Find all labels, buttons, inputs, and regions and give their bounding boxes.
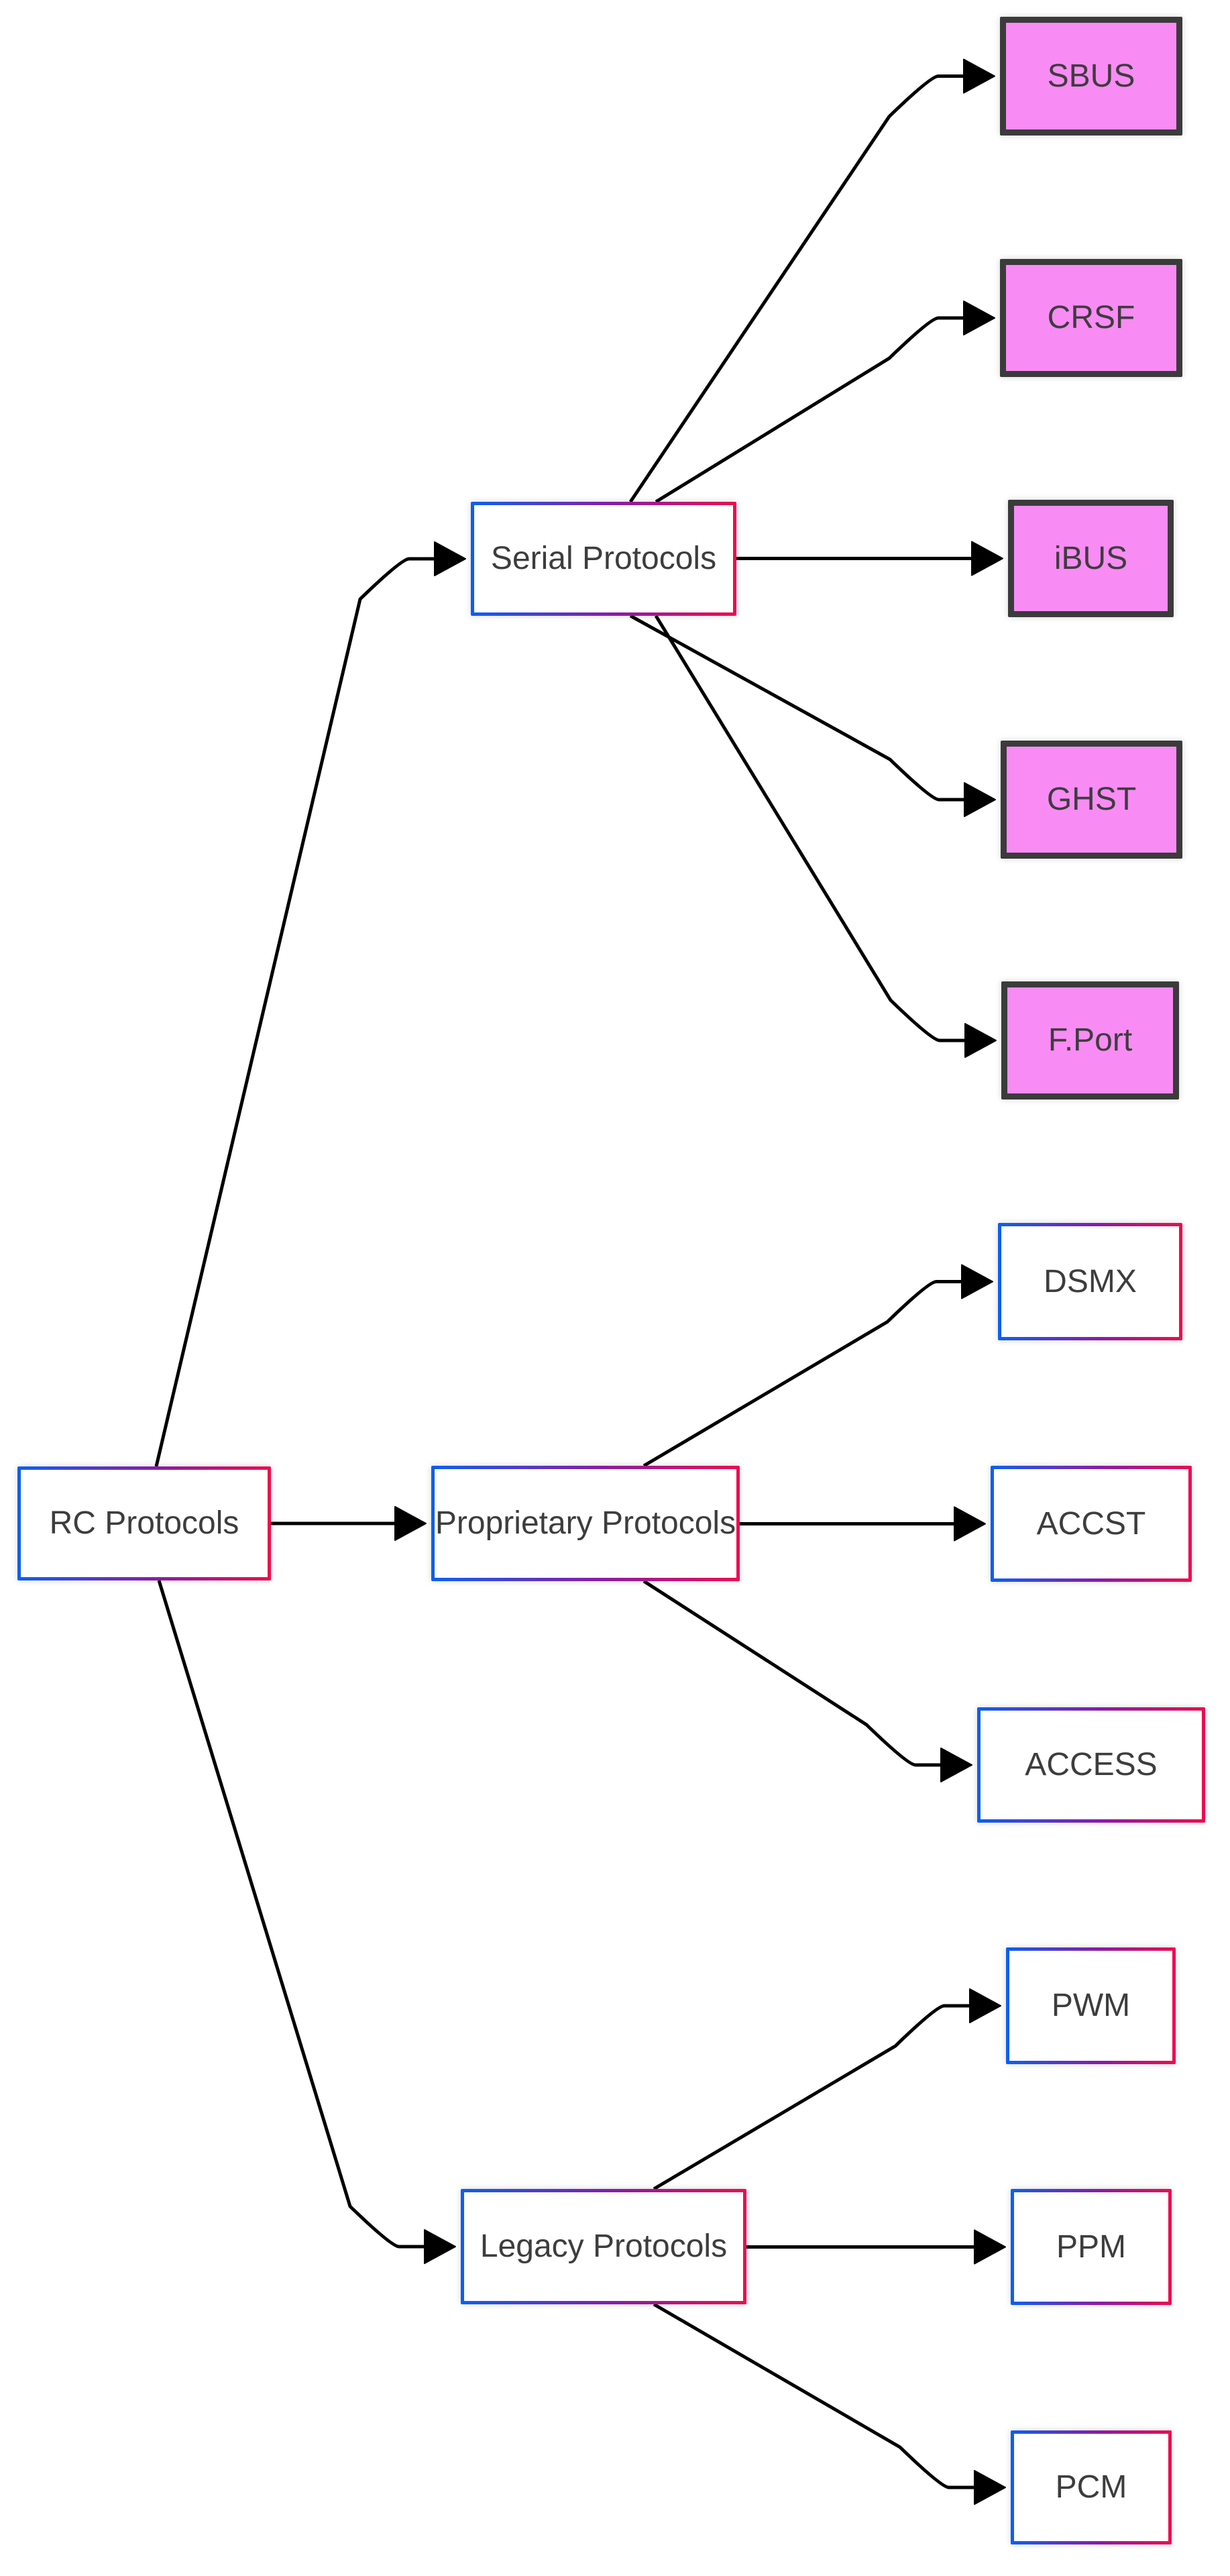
node-label-serial: Serial Protocols: [490, 541, 717, 577]
node-legacy: Legacy Protocols: [461, 2189, 746, 2304]
node-ibus: iBUS: [1008, 500, 1174, 617]
edge-root-legacy: [157, 1580, 426, 2249]
node-pcm: PCM: [1011, 2430, 1172, 2544]
node-pwm: PWM: [1006, 1947, 1176, 2064]
edge-serial-ghst: [629, 614, 966, 802]
edge-legacy-pcm: [653, 2302, 976, 2489]
node-dsmx: DSMX: [998, 1223, 1182, 1340]
edge-serial-crsf: [655, 316, 965, 504]
node-serial: Serial Protocols: [471, 502, 736, 616]
arrowhead-root-serial: [434, 541, 466, 576]
node-access: ACCESS: [977, 1707, 1205, 1823]
node-ghst: GHST: [1001, 741, 1182, 859]
node-label-root: RC Protocols: [49, 1505, 239, 1542]
node-label-ibus: iBUS: [1054, 540, 1128, 576]
edge-serial-fport: [654, 614, 966, 1042]
arrowhead-legacy-ppm: [974, 2229, 1006, 2265]
arrowhead-proprietary-dsmx: [961, 1264, 993, 1299]
edge-proprietary-dsmx: [642, 1280, 963, 1468]
arrowhead-serial-ghst: [964, 782, 996, 817]
node-label-ghst: GHST: [1046, 782, 1137, 818]
node-proprietary: Proprietary Protocols: [431, 1466, 740, 1581]
node-ppm: PPM: [1011, 2189, 1172, 2305]
node-label-crsf: CRSF: [1047, 300, 1135, 336]
arrowhead-proprietary-access: [940, 1748, 972, 1782]
edge-legacy-pwm: [653, 2004, 971, 2191]
arrowhead-serial-sbus: [963, 58, 995, 94]
node-label-access: ACCESS: [1025, 1747, 1158, 1783]
arrowhead-root-proprietary: [394, 1506, 427, 1541]
node-label-fport: F.Port: [1048, 1022, 1133, 1059]
node-label-accst: ACCST: [1036, 1505, 1146, 1542]
node-label-dsmx: DSMX: [1044, 1263, 1137, 1299]
arrowhead-legacy-pwm: [969, 1988, 1001, 2023]
edge-proprietary-access: [642, 1579, 942, 1767]
node-label-sbus: SBUS: [1047, 58, 1135, 94]
arrowhead-root-legacy: [424, 2229, 456, 2264]
node-label-pwm: PWM: [1051, 1988, 1131, 2024]
edge-root-serial: [154, 557, 436, 1467]
node-sbus: SBUS: [1000, 17, 1182, 136]
arrowhead-serial-crsf: [963, 301, 995, 335]
edge-serial-sbus: [628, 74, 965, 503]
node-crsf: CRSF: [1000, 259, 1182, 377]
arrowhead-proprietary-accst: [954, 1506, 986, 1542]
node-root: RC Protocols: [17, 1466, 271, 1580]
node-label-proprietary: Proprietary Protocols: [435, 1505, 736, 1542]
node-label-ppm: PPM: [1056, 2229, 1126, 2265]
node-accst: ACCST: [991, 1466, 1192, 1582]
node-label-legacy: Legacy Protocols: [480, 2229, 728, 2265]
node-label-pcm: PCM: [1055, 2469, 1127, 2506]
arrowhead-legacy-pcm: [974, 2470, 1006, 2505]
arrowhead-serial-ibus: [971, 541, 1003, 576]
node-fport: F.Port: [1001, 981, 1179, 1099]
arrowhead-serial-fport: [964, 1023, 997, 1058]
